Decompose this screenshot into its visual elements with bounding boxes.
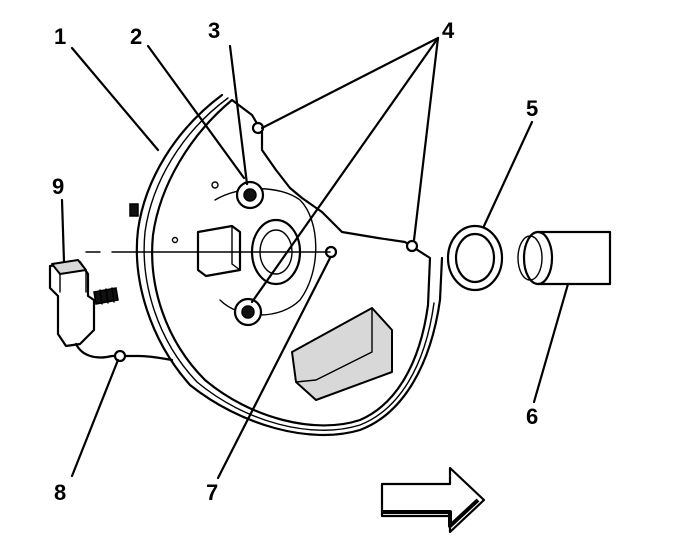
axle-shaft	[517, 230, 612, 286]
sensor-body	[48, 260, 96, 348]
sensor-pad	[196, 224, 242, 278]
brake-block-edge	[295, 307, 373, 383]
leader-4c	[412, 36, 440, 242]
axle-shaft-end	[522, 230, 554, 286]
sensor-stud-thread	[99, 287, 115, 305]
leader-1	[70, 46, 160, 152]
plate-small-hole	[211, 181, 219, 189]
callout-1: 1	[54, 24, 66, 49]
leader-lines	[60, 36, 570, 480]
plate-edge-tab	[129, 203, 139, 217]
callout-3: 3	[208, 18, 220, 43]
axle-shaft-chamfer	[517, 235, 543, 281]
leader-2	[146, 44, 246, 180]
edge-fastener-right	[405, 239, 419, 253]
backing-plate-rim-inner	[143, 97, 435, 431]
callout-9: 9	[52, 174, 64, 199]
callout-4: 4	[442, 18, 455, 43]
leader-9	[60, 198, 66, 264]
leader-8	[70, 358, 120, 478]
lower-bolt	[233, 297, 263, 327]
axle-shaft-outline	[537, 231, 611, 285]
leader-7	[216, 256, 332, 480]
leader-3	[228, 44, 249, 186]
right-arrow-icon	[380, 466, 486, 534]
wheel-speed-sensor	[48, 259, 174, 363]
leader-6	[532, 282, 570, 404]
leader-4b	[250, 36, 440, 304]
callout-6: 6	[526, 404, 538, 429]
callout-5: 5	[526, 96, 538, 121]
plate-small-hole-2	[171, 236, 179, 244]
o-ring-seal	[446, 224, 504, 292]
sensor-pad-edge	[231, 225, 241, 271]
leader-4a	[260, 36, 440, 130]
backing-plate-rim	[135, 93, 444, 437]
sensor-connector-edge	[59, 269, 87, 293]
wire-grommet	[113, 349, 127, 363]
callout-8: 8	[54, 480, 66, 505]
upper-bolt	[235, 180, 265, 210]
callout-2: 2	[130, 24, 142, 49]
backing-plate	[129, 93, 444, 437]
callout-7: 7	[206, 480, 218, 505]
leader-5	[482, 120, 534, 228]
